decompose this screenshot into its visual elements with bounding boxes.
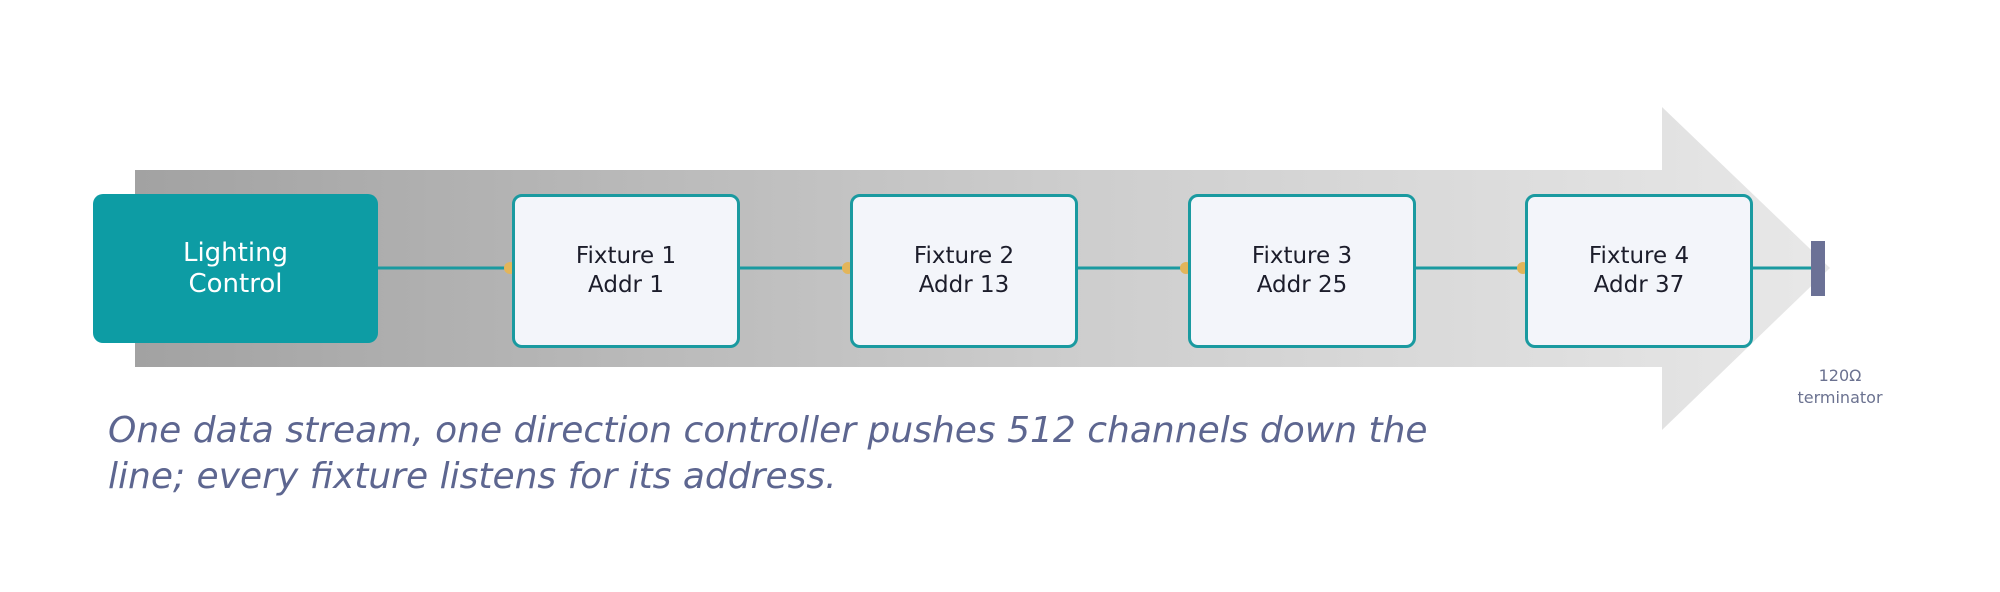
fixture-address: Addr 13 (918, 272, 1010, 298)
fixture-name: Fixture 3 (1251, 243, 1353, 269)
terminator-block (1811, 241, 1825, 296)
caption-line1: One data stream, one direction controlle… (108, 410, 1428, 451)
diagram-caption: One data stream, one direction controlle… (108, 408, 1508, 500)
terminator-label: 120Ω terminator (1780, 365, 1900, 409)
fixture-address: Addr 37 (1593, 272, 1685, 298)
caption-line2: line; every fixture listens for its addr… (108, 456, 837, 497)
lighting-control-node: Lighting Control (93, 194, 378, 343)
fixture-name: Fixture 2 (913, 243, 1015, 269)
terminator-text: terminator (1797, 388, 1883, 407)
terminator-value: 120Ω (1818, 366, 1862, 385)
fixture-address: Addr 25 (1256, 272, 1348, 298)
fixture-name: Fixture 1 (575, 243, 677, 269)
controller-label-line2: Control (188, 268, 283, 299)
fixture-node-4: Fixture 4 Addr 37 (1525, 194, 1753, 348)
fixture-node-3: Fixture 3 Addr 25 (1188, 194, 1416, 348)
fixture-name: Fixture 4 (1588, 243, 1690, 269)
fixture-node-1: Fixture 1 Addr 1 (512, 194, 740, 348)
controller-label-line1: Lighting (182, 237, 289, 268)
fixture-node-2: Fixture 2 Addr 13 (850, 194, 1078, 348)
fixture-address: Addr 1 (588, 272, 664, 298)
